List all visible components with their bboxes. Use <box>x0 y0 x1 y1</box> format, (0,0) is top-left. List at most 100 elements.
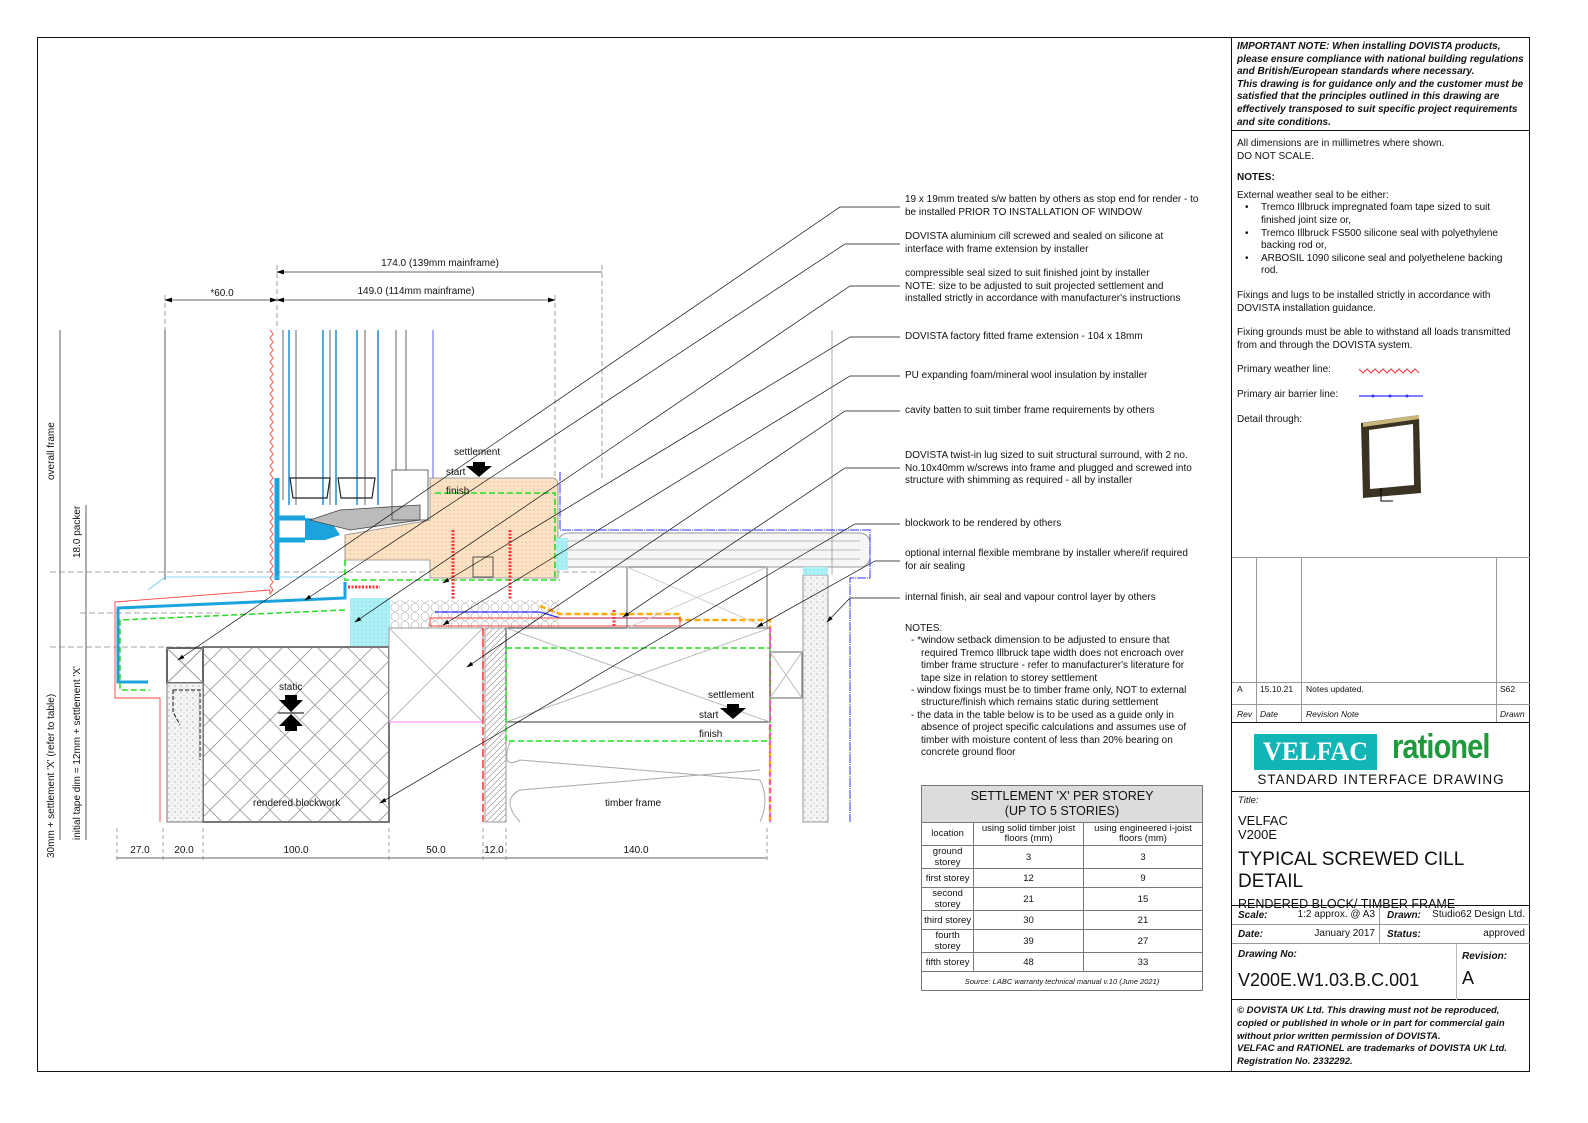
top-dimensions <box>50 265 603 840</box>
label-overall-frame: overall frame <box>46 422 57 480</box>
note-line: - *window setback dimension to be adjust… <box>911 635 1170 647</box>
note-line: absence of project specific calculations… <box>921 722 1187 734</box>
label-settlement-2: settlement <box>708 690 755 701</box>
aluminium-cill <box>116 582 347 684</box>
note-line: structure/finish which remains static du… <box>921 697 1159 709</box>
settlement-arrow-icon <box>466 462 746 719</box>
label-start-2: start <box>699 710 719 721</box>
dim-50: 50.0 <box>426 845 446 856</box>
note-line: timber frame structure - refer to manufa… <box>921 660 1185 672</box>
title-block-panel: IMPORTANT NOTE: When installing DOVISTA … <box>1231 38 1530 1071</box>
legend-graphics <box>1358 368 1423 502</box>
revision-header-rev: Rev <box>1237 709 1253 719</box>
velfac-logo: VELFAC <box>1254 734 1377 770</box>
label-static: static <box>279 682 303 693</box>
revision-block: A 15.10.21 Notes updated. S62 Rev Date R… <box>1232 558 1530 723</box>
drawing-number-block: Drawing No: V200E.W1.03.B.C.001 Revision… <box>1232 944 1530 1000</box>
weather-line <box>114 329 274 822</box>
callout-aluminium-cill: DOVISTA aluminium cill screwed and seale… <box>905 231 1164 255</box>
bottom-dimensions <box>116 828 768 862</box>
blockwork <box>202 646 390 823</box>
revision-header-note: Revision Note <box>1306 709 1359 719</box>
label-packer: 18.0 packer <box>72 505 83 558</box>
drawing-number: V200E.W1.03.B.C.001 <box>1238 970 1420 990</box>
dim-140: 140.0 <box>623 845 649 856</box>
render <box>166 682 204 823</box>
window-detail-icon <box>1361 415 1421 502</box>
weather-line-icon <box>1358 368 1420 374</box>
standard-interface-title: STANDARD INTERFACE DRAWING <box>1257 772 1505 787</box>
insulation-strip <box>389 600 559 628</box>
callout-pu-foam: PU expanding foam/mineral wool insulatio… <box>905 370 1148 381</box>
revision-header-drawn: Drawn <box>1500 709 1525 719</box>
dim-100: 100.0 <box>283 845 309 856</box>
dim-27: 27.0 <box>130 845 150 856</box>
settlement-table: SETTLEMENT 'X' PER STOREY(UP TO 5 STORIE… <box>920 785 1204 991</box>
col-header: using solid timber joist floors (mm) <box>973 822 1084 846</box>
label-settlement-x: 30mm + settlement 'X' (refer to table) <box>46 693 57 858</box>
logo-block: VELFAC rationel STANDARD INTERFACE DRAWI… <box>1232 722 1530 792</box>
dim-20: 20.0 <box>174 845 194 856</box>
legend-air-barrier: Primary air barrier line: <box>1237 388 1339 400</box>
bullet-icon: • <box>1245 202 1249 214</box>
callout-membrane: optional internal flexible membrane by i… <box>905 548 1188 572</box>
internal-wall-finish <box>802 574 829 823</box>
note-line: concrete ground floor <box>921 747 1016 759</box>
label-finish-2: finish <box>699 729 723 740</box>
label-timber-frame: timber frame <box>605 798 662 809</box>
callout-twist-in-lug: DOVISTA twist-in lug sized to suit struc… <box>905 450 1192 486</box>
callout-leaders <box>177 206 900 804</box>
callout-blockwork: blockwork to be rendered by others <box>905 518 1062 529</box>
general-notes: All dimensions are in millimetres where … <box>1232 131 1530 558</box>
important-note: IMPORTANT NOTE: When installing DOVISTA … <box>1232 38 1530 131</box>
col-header: location <box>920 822 975 846</box>
bullet-icon: • <box>1245 252 1249 264</box>
rationel-logo: rationel <box>1392 728 1490 766</box>
copyright-notice: © DOVISTA UK Ltd. This drawing must not … <box>1237 1005 1507 1068</box>
dim-setback-60: *60.0 <box>210 288 234 299</box>
note-line: timber with moisture content of less tha… <box>921 734 1173 746</box>
revision-drawn: S62 <box>1500 684 1516 694</box>
air-barrier-icon <box>1359 394 1423 398</box>
date-row: Date: January 2017 Status: approved <box>1232 925 1530 944</box>
drawing-subtitle: RENDERED BLOCK/ TIMBER FRAME <box>1238 897 1456 911</box>
drawing-notes: NOTES: - *window setback dimension to be… <box>905 623 1186 759</box>
label-settlement: settlement <box>454 447 501 458</box>
detail-through-label: Detail through: <box>1237 413 1303 425</box>
note-line: required Tremco Illbruck tape width does… <box>921 647 1184 659</box>
table-source: Source: LABC warranty technical manual v… <box>921 971 1203 991</box>
dim-frame-149: 149.0 (114mm mainframe) <box>357 286 475 297</box>
callout-batten: 19 x 19mm treated s/w batten by others a… <box>905 194 1199 218</box>
air-barrier-line <box>559 472 871 822</box>
note-line: - window fixings must be to timber frame… <box>911 685 1187 697</box>
callout-cavity-batten: cavity batten to suit timber frame requi… <box>905 405 1155 416</box>
callout-internal-finish: internal finish, air seal and vapour con… <box>905 592 1156 603</box>
dim-overall-174: 174.0 (139mm mainframe) <box>381 258 499 269</box>
label-finish: finish <box>446 486 470 497</box>
revision-date: 15.10.21 <box>1260 684 1294 694</box>
drawing-title: TYPICAL SCREWED CILL DETAIL <box>1238 849 1464 892</box>
revision-note: Notes updated. <box>1306 684 1364 694</box>
revision-letter: A <box>1462 968 1475 988</box>
callout-frame-extension: DOVISTA factory fitted frame extension -… <box>905 331 1143 342</box>
window-frame <box>274 330 434 580</box>
title-label: Title: <box>1238 795 1259 806</box>
revision-header-date: Date <box>1260 709 1278 719</box>
label-initial-tape: initial tape dim = 12mm + settlement 'X' <box>72 666 83 840</box>
notes-heading: NOTES: <box>905 623 943 634</box>
legend-weather-line: Primary weather line: <box>1237 364 1331 376</box>
static-arrows-icon <box>278 695 304 731</box>
col-header: using engineered i-joist floors (mm) <box>1082 822 1204 846</box>
callout-compressible-seal: compressible seal sized to suit finished… <box>905 268 1181 304</box>
scale-row: Scale: 1:2 approx. @ A3 Drawn: Studio62 … <box>1232 906 1530 944</box>
dim-12: 12.0 <box>484 845 504 856</box>
label-rendered-blockwork: rendered blockwork <box>253 798 341 809</box>
